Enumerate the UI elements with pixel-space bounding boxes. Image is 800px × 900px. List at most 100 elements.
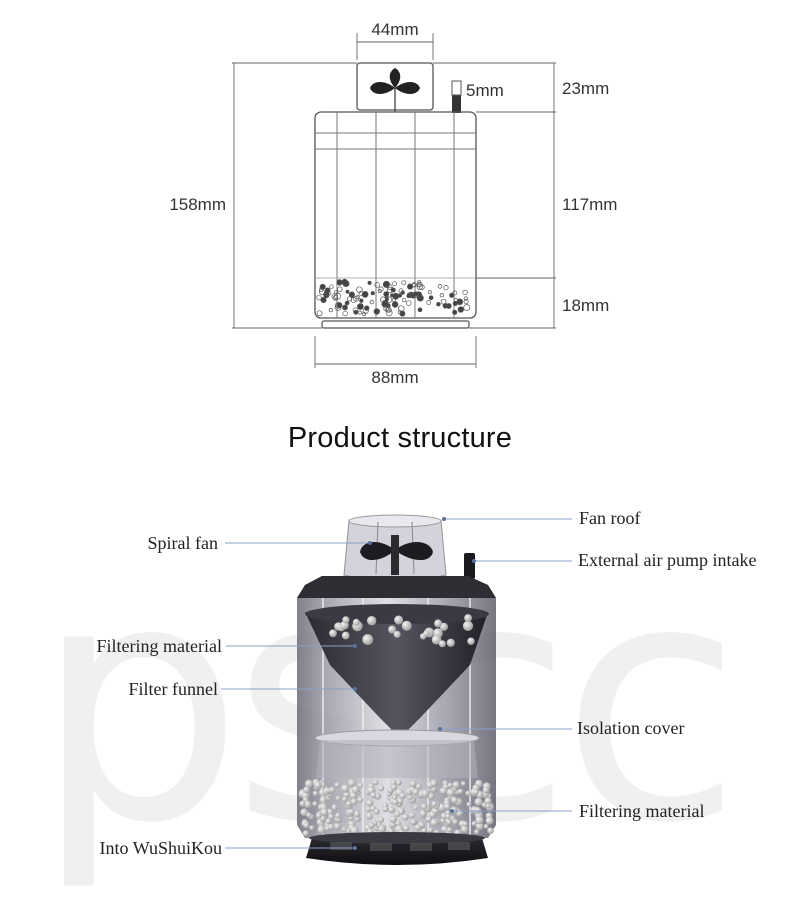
bead-mark [467, 637, 475, 645]
bead-mark [401, 620, 412, 631]
bead-mark [327, 823, 335, 831]
bead-mark [390, 784, 398, 791]
bead-mark [344, 300, 350, 306]
bead-mark [457, 306, 464, 313]
top-filter-beads [329, 614, 475, 648]
bead-mark [462, 821, 468, 827]
bead-mark [398, 288, 404, 294]
bead-mark [359, 298, 364, 303]
bead-mark [348, 291, 355, 298]
bead-mark [318, 287, 324, 293]
dim-bottom-width-label: 88mm [371, 368, 418, 387]
bead-mark [436, 301, 441, 307]
bead-mark [439, 622, 448, 632]
bead-mark [373, 779, 379, 786]
bead-mark [401, 813, 409, 821]
bead-mark [356, 286, 363, 293]
bead-mark [439, 787, 448, 795]
bead-mark [306, 812, 312, 818]
bead-mark [408, 812, 416, 819]
bead-mark [357, 797, 364, 803]
base-part [306, 832, 488, 865]
bead-mark [328, 813, 335, 820]
bead-mark [336, 279, 343, 286]
bead-mark [316, 310, 323, 317]
bead-mark [342, 796, 348, 802]
bead-mark [320, 296, 327, 304]
bead-mark [430, 780, 438, 787]
bead-mark [414, 824, 422, 831]
bead-mark [475, 816, 484, 825]
bead-mark [329, 629, 337, 638]
bead-mark [320, 808, 329, 817]
dim-fan-height-label: 23mm [562, 79, 609, 98]
body-outline [314, 111, 477, 319]
bead-mark [370, 291, 375, 296]
bead-mark [355, 295, 360, 300]
bead-mark [463, 304, 471, 312]
callout-external-air-pump-intake: External air pump intake [578, 550, 757, 570]
bead-mark [301, 791, 310, 800]
bead-mark [410, 780, 417, 788]
bead-mark [309, 825, 315, 831]
bead-mark [444, 803, 451, 810]
bead-mark [382, 280, 390, 288]
dim-base-height-label: 18mm [562, 296, 609, 315]
bead-mark [329, 786, 336, 793]
bead-mark [299, 800, 306, 807]
bead-mark [374, 282, 380, 288]
fan-housing-outline [356, 62, 434, 112]
bead-mark [353, 810, 361, 818]
bead-mark [438, 640, 446, 648]
bead-mark [452, 290, 458, 296]
bead-mark [452, 300, 458, 307]
bead-mark [388, 625, 397, 634]
bead-mark [464, 614, 472, 622]
bead-mark [390, 779, 397, 786]
bead-mark [463, 299, 469, 304]
bead-mark [449, 292, 455, 298]
bead-mark [343, 791, 350, 798]
bead-mark [428, 811, 437, 819]
bead-mark [407, 794, 413, 800]
bead-mark [373, 308, 380, 315]
bead-mark [460, 781, 466, 787]
bead-mark [378, 286, 384, 292]
bead-mark [384, 297, 389, 302]
bead-mark [303, 800, 312, 809]
dim-body-height-label: 117mm [562, 195, 617, 214]
bead-mark [318, 288, 325, 295]
bead-mark [394, 615, 404, 625]
callout-into-wushuikou: Into WuShuiKou [99, 838, 222, 858]
dimension-lines [232, 33, 556, 368]
bead-mark [395, 779, 402, 786]
bead-mark [387, 284, 393, 290]
air-intake-part [464, 553, 475, 579]
bead-mark [358, 782, 363, 788]
bead-mark [367, 280, 372, 285]
bead-mark [331, 293, 338, 300]
leader-lines [221, 517, 572, 850]
bead-mark [392, 799, 399, 806]
bead-mark [462, 289, 468, 296]
bead-mark [406, 294, 411, 299]
bead-mark [334, 823, 341, 830]
bead-mark [302, 830, 309, 837]
bead-mark [313, 781, 322, 790]
bead-mark [392, 281, 397, 287]
bead-mark [353, 310, 359, 315]
bead-mark [426, 300, 432, 305]
bead-mark [385, 306, 391, 313]
bottom-filter-beads [298, 778, 494, 838]
bead-mark [386, 286, 394, 294]
bead-mark [389, 815, 398, 824]
bead-mark [364, 305, 370, 311]
bead-mark [466, 801, 472, 807]
bead-mark [336, 302, 343, 309]
dim-top-width-label: 44mm [371, 20, 418, 39]
bead-mark [447, 782, 453, 788]
bead-mark [350, 798, 358, 805]
bead-mark [486, 803, 491, 809]
bead-mark [428, 295, 434, 301]
bead-mark [357, 310, 362, 315]
